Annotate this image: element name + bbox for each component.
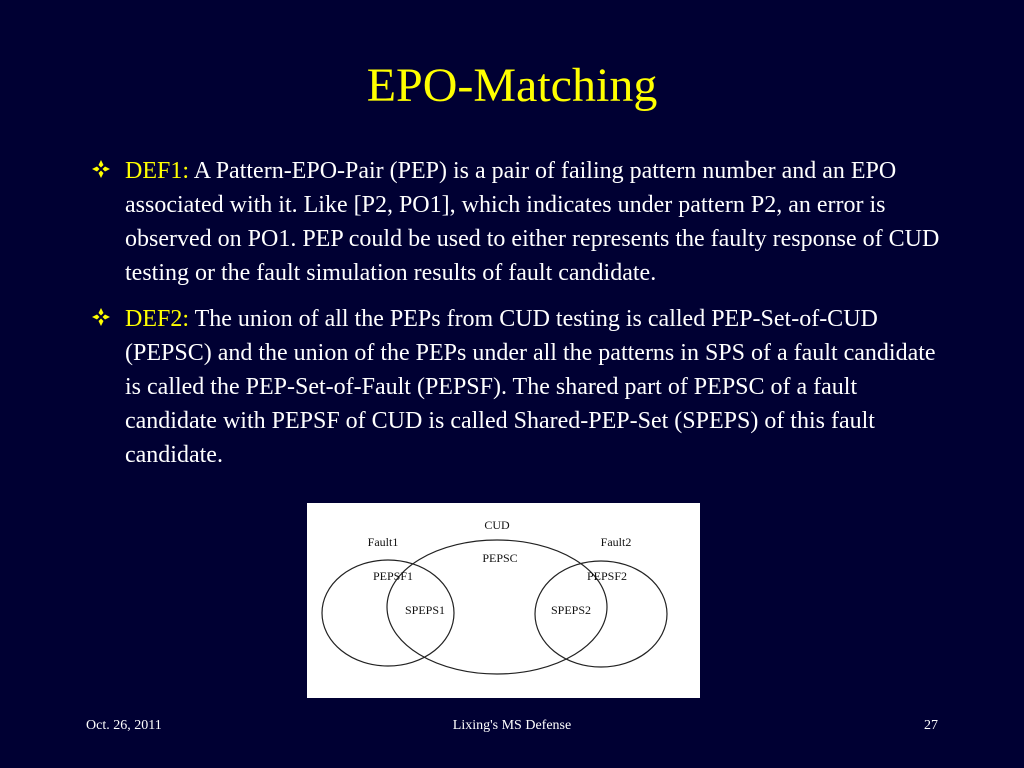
footer-page-number: 27 xyxy=(924,718,938,733)
pepsf2-label: PEPSF2 xyxy=(587,569,627,583)
cud-label: CUD xyxy=(484,518,510,532)
venn-diagram: CUD PEPSC Fault1 Fault2 PEPSF1 PEPSF2 SP… xyxy=(321,518,668,675)
def1-body: A Pattern-EPO-Pair (PEP) is a pair of fa… xyxy=(125,158,940,286)
bullet-def2-text: DEF2: The union of all the PEPs from CUD… xyxy=(125,302,940,472)
fault1-label: Fault1 xyxy=(368,535,399,549)
bullet-list: DEF1: A Pattern-EPO-Pair (PEP) is a pair… xyxy=(90,154,940,484)
fault2-label: Fault2 xyxy=(601,535,632,549)
diamond-bullet-icon xyxy=(92,308,110,326)
pepsf1-label: PEPSF1 xyxy=(373,569,413,583)
bullet-def1: DEF1: A Pattern-EPO-Pair (PEP) is a pair… xyxy=(90,154,940,290)
def2-body: The union of all the PEPs from CUD testi… xyxy=(125,306,936,468)
bullet-def1-text: DEF1: A Pattern-EPO-Pair (PEP) is a pair… xyxy=(125,154,940,290)
def1-label: DEF1: xyxy=(125,158,190,184)
speps1-label: SPEPS1 xyxy=(405,603,445,617)
pepsc-label: PEPSC xyxy=(482,551,517,565)
slide-title: EPO-Matching xyxy=(366,59,658,112)
def2-label: DEF2: xyxy=(125,306,190,332)
footer-date: Oct. 26, 2011 xyxy=(86,718,162,733)
diamond-bullet-icon xyxy=(92,160,110,178)
fault1-circle xyxy=(321,559,455,667)
venn-diagram-figure: CUD PEPSC Fault1 Fault2 PEPSF1 PEPSF2 SP… xyxy=(307,503,700,698)
cud-circle xyxy=(386,539,608,675)
footer-title: Lixing's MS Defense xyxy=(452,718,572,733)
speps2-label: SPEPS2 xyxy=(551,603,591,617)
bullet-def2: DEF2: The union of all the PEPs from CUD… xyxy=(90,302,940,472)
fault2-circle xyxy=(534,560,668,668)
